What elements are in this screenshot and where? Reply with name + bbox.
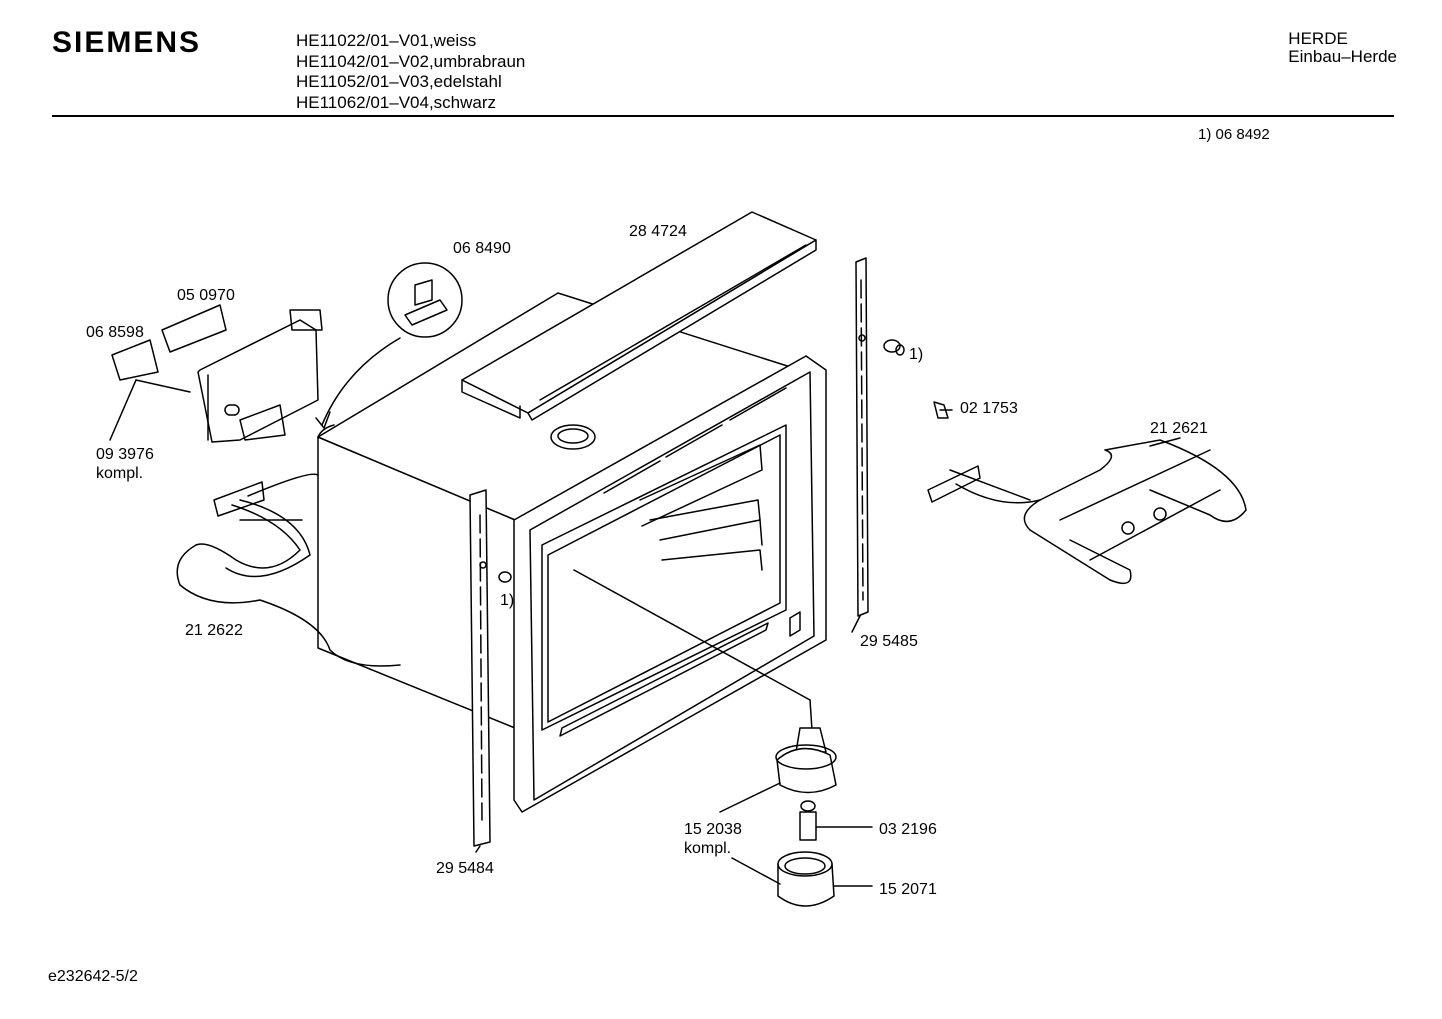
footnote-marker: 1) — [909, 346, 924, 363]
bracket-assembly — [109, 304, 323, 443]
part-label: 09 3976 — [96, 446, 154, 463]
part-label: kompl. — [96, 465, 144, 482]
category-line-1: HERDE — [1288, 29, 1348, 48]
part-label: 06 8490 — [453, 240, 511, 257]
part-label: 02 1753 — [960, 400, 1018, 417]
model-line: HE11052/01–V03,edelstahl — [296, 72, 502, 91]
part-label: 29 5484 — [436, 860, 494, 877]
part-label: 21 2621 — [1150, 420, 1208, 437]
part-label: 06 8598 — [86, 324, 144, 341]
part-label: 15 2071 — [879, 881, 937, 898]
upper-heater — [927, 439, 1247, 585]
thermostat-detail — [315, 262, 463, 429]
lamp-clip-left — [498, 571, 512, 583]
lower-heater — [176, 473, 401, 667]
part-label: 21 2622 — [185, 622, 243, 639]
lamp-housing — [573, 569, 837, 813]
part-label: 05 0970 — [177, 287, 235, 304]
part-label: 28 4724 — [629, 223, 687, 240]
part-label: kompl. — [684, 840, 732, 857]
model-line: HE11022/01–V01,weiss — [296, 31, 477, 50]
category: HERDE Einbau–Herde — [1288, 30, 1397, 66]
lamp-cover — [731, 851, 873, 907]
lamp-clip-right — [883, 339, 905, 356]
model-list: HE11022/01–V01,weiss HE11042/01–V02,umbr… — [296, 31, 525, 113]
category-line-2: Einbau–Herde — [1288, 47, 1397, 66]
front-frame — [513, 355, 827, 813]
side-rail-left — [469, 489, 491, 847]
model-line: HE11062/01–V04,schwarz — [296, 92, 497, 112]
document-id: e232642-5/2 — [48, 968, 138, 985]
part-label: 03 2196 — [879, 821, 937, 838]
footnote: 1) 06 8492 — [1198, 126, 1270, 143]
model-line: HE11042/01–V02,umbrabraun — [296, 51, 526, 71]
header-rule — [52, 115, 1394, 117]
brand-logo: SIEMENS — [52, 26, 202, 59]
part-label: 15 2038 — [684, 821, 742, 838]
part-label: 29 5485 — [860, 633, 918, 650]
lamp-bulb — [799, 800, 873, 841]
side-rail-right — [855, 257, 869, 617]
footnote-marker: 1) — [500, 592, 515, 609]
top-cover-part — [461, 211, 817, 421]
